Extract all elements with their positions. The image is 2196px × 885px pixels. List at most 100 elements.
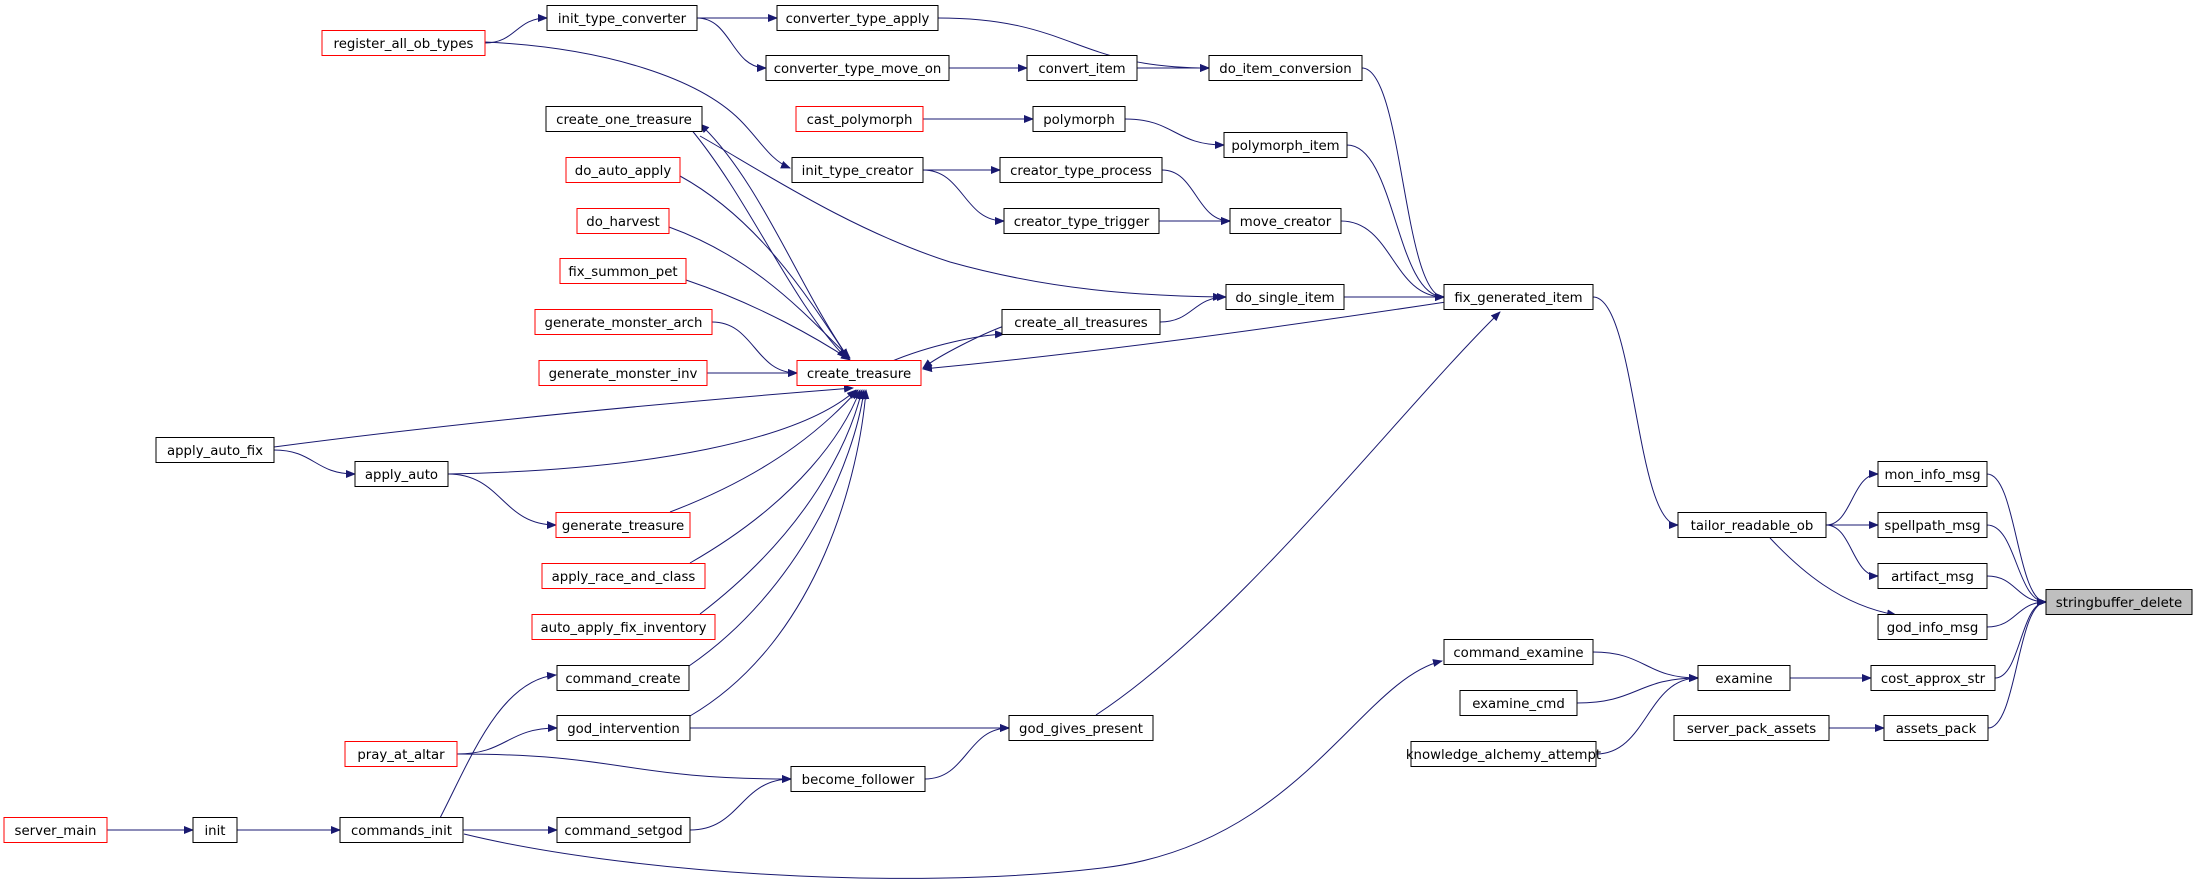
node-fix-generated-item[interactable]: fix_generated_item (1443, 284, 1594, 310)
node-box (1003, 208, 1160, 234)
node-label: commands_init (351, 824, 452, 839)
node-label: mon_info_msg (1884, 468, 1980, 483)
node-label: god_gives_present (1019, 722, 1143, 737)
node-do-item-conversion[interactable]: do_item_conversion (1208, 55, 1363, 81)
node-god-gives-present[interactable]: god_gives_present (1008, 715, 1154, 741)
node-cast-polymorph[interactable]: cast_polymorph (795, 106, 924, 132)
node-create-treasure[interactable]: create_treasure (796, 360, 922, 386)
node-tailor-readable-ob[interactable]: tailor_readable_ob (1677, 512, 1827, 538)
edge-command_create-to-create_treasure (688, 389, 867, 667)
node-label: cost_approx_str (1881, 672, 1986, 687)
node-box (155, 437, 275, 463)
edge-tailor_readable_ob-to-god_info_msg (1769, 537, 1897, 618)
edge-auto_apply_fix_inventory-to-create_treasure (699, 389, 864, 615)
node-label: move_creator (1240, 215, 1332, 230)
node-box (2045, 589, 2193, 615)
node-create-all-treasures[interactable]: create_all_treasures (1001, 309, 1161, 335)
node-examine-cmd[interactable]: examine_cmd (1459, 690, 1578, 716)
node-polymorph[interactable]: polymorph (1032, 106, 1126, 132)
node-box (1208, 55, 1363, 81)
node-move-creator[interactable]: move_creator (1229, 208, 1342, 234)
node-label: create_one_treasure (556, 113, 692, 128)
node-examine[interactable]: examine (1697, 665, 1791, 691)
node-do-auto-apply[interactable]: do_auto_apply (565, 157, 681, 183)
node-auto-apply-fix-inventory[interactable]: auto_apply_fix_inventory (531, 614, 716, 640)
edge-do_item_conversion-to-fix_generated_item (1361, 67, 1445, 301)
node-generate-treasure[interactable]: generate_treasure (555, 512, 691, 538)
node-create-one-treasure[interactable]: create_one_treasure (545, 106, 703, 132)
edge-commands_init-to-command_create (439, 671, 557, 819)
node-knowledge-alchemy-attempt[interactable]: knowledge_alchemy_attempt (1406, 741, 1601, 767)
node-god-intervention[interactable]: god_intervention (556, 715, 691, 741)
node-box (795, 106, 924, 132)
node-apply-auto[interactable]: apply_auto (354, 461, 449, 487)
node-box (339, 817, 464, 843)
node-box (555, 512, 691, 538)
node-init-type-creator[interactable]: init_type_creator (791, 157, 924, 183)
edge-fix_summon_pet-to-create_treasure (685, 279, 851, 361)
node-label: command_examine (1453, 646, 1583, 661)
node-converter-type-apply[interactable]: converter_type_apply (776, 5, 939, 31)
edge-register_all_ob_types-to-init_type_creator (484, 41, 791, 169)
edge-knowledge_alchemy_attempt-to-examine (1595, 674, 1699, 755)
node-artifact-msg[interactable]: artifact_msg (1877, 563, 1988, 589)
node-mon-info-msg[interactable]: mon_info_msg (1877, 461, 1988, 487)
node-box (556, 665, 690, 691)
edge-tailor_readable_ob-to-mon_info_msg (1825, 470, 1879, 526)
node-box (1001, 309, 1161, 335)
node-pray-at-altar[interactable]: pray_at_altar (344, 741, 458, 767)
node-converter-type-move-on[interactable]: converter_type_move_on (765, 55, 950, 81)
edge-do_auto_apply-to-create_treasure (679, 175, 849, 359)
node-box (534, 309, 713, 335)
node-label: command_create (565, 672, 680, 687)
node-stringbuffer-delete[interactable]: stringbuffer_delete (2045, 589, 2193, 615)
node-apply-auto-fix[interactable]: apply_auto_fix (155, 437, 275, 463)
node-label: register_all_ob_types (334, 37, 474, 52)
node-generate-monster-inv[interactable]: generate_monster_inv (538, 360, 708, 386)
node-box (1459, 690, 1578, 716)
node-assets-pack[interactable]: assets_pack (1883, 715, 1989, 741)
edge-apply_auto-to-create_treasure (447, 389, 857, 475)
edge-create_one_treasure-to-do_single_item (699, 135, 1223, 301)
node-register-all-ob-types[interactable]: register_all_ob_types (321, 30, 486, 56)
edge-create_treasure-to-create_all_treasures (889, 330, 1005, 363)
node-do-harvest[interactable]: do_harvest (576, 208, 670, 234)
node-label: creator_type_process (1010, 164, 1152, 179)
edge-polymorph_item-to-fix_generated_item (1346, 144, 1445, 301)
node-init-type-converter[interactable]: init_type_converter (546, 5, 698, 31)
node-cost-approx-str[interactable]: cost_approx_str (1870, 665, 1996, 691)
node-apply-race-and-class[interactable]: apply_race_and_class (541, 563, 706, 589)
edge-fix_generated_item-to-create_treasure (922, 301, 1447, 373)
node-box (1225, 284, 1345, 310)
node-god-info-msg[interactable]: god_info_msg (1877, 614, 1988, 640)
edge-create_all_treasures-to-create_treasure (922, 325, 1005, 369)
edge-create_all_treasures-to-do_single_item (1159, 293, 1227, 323)
node-creator-type-trigger[interactable]: creator_type_trigger (1003, 208, 1160, 234)
node-label: do_harvest (586, 215, 659, 230)
node-do-single-item[interactable]: do_single_item (1225, 284, 1345, 310)
node-init[interactable]: init (192, 817, 238, 843)
edge-tailor_readable_ob-to-artifact_msg (1825, 524, 1879, 580)
edge-become_follower-to-god_gives_present (924, 724, 1010, 780)
node-label: fix_summon_pet (568, 265, 677, 280)
node-command-examine[interactable]: command_examine (1443, 639, 1594, 665)
node-creator-type-process[interactable]: creator_type_process (999, 157, 1163, 183)
node-convert-item[interactable]: convert_item (1026, 55, 1138, 81)
edge-layer (107, 14, 2047, 879)
node-label: spellpath_msg (1884, 519, 1980, 534)
node-commands-init[interactable]: commands_init (339, 817, 464, 843)
edge-fix_generated_item-to-tailor_readable_ob (1592, 296, 1679, 529)
node-generate-monster-arch[interactable]: generate_monster_arch (534, 309, 713, 335)
node-command-create[interactable]: command_create (556, 665, 690, 691)
node-polymorph-item[interactable]: polymorph_item (1223, 132, 1348, 158)
node-box (1877, 512, 1988, 538)
node-server-pack-assets[interactable]: server_pack_assets (1673, 715, 1830, 741)
node-command-setgod[interactable]: command_setgod (556, 817, 691, 843)
node-box (999, 157, 1163, 183)
edge-god_gives_present-to-fix_generated_item (1095, 311, 1501, 716)
node-spellpath-msg[interactable]: spellpath_msg (1877, 512, 1988, 538)
node-server-main[interactable]: server_main (3, 817, 108, 843)
node-become-follower[interactable]: become_follower (790, 766, 926, 792)
node-fix-summon-pet[interactable]: fix_summon_pet (559, 258, 687, 284)
